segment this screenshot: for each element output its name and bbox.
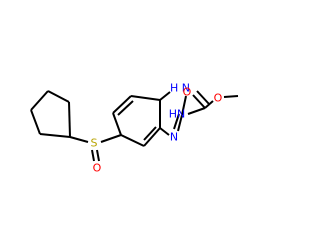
carbonyl-oxygen-atom: O xyxy=(183,86,192,99)
bond-c6-c5 xyxy=(112,112,122,136)
bond-c4-c3a-inner xyxy=(143,126,157,141)
bond-cp3-cp4 xyxy=(30,90,49,111)
bond-c7a-nh xyxy=(159,91,171,101)
ring-nh-atom: H N xyxy=(170,82,190,95)
bond-cp2-cp3 xyxy=(30,109,41,135)
bond-cp1-cp2 xyxy=(39,133,71,138)
bond-c4-c3a xyxy=(143,127,161,147)
ester-oxygen-atom: O xyxy=(214,92,223,105)
bond-nh-carbonyl-c xyxy=(187,107,206,115)
bond-carbonyl-double-a xyxy=(192,94,206,109)
bond-c7-c6-inner xyxy=(117,100,134,116)
carbamate-nh-atom: HN xyxy=(169,108,186,121)
bond-c5-c4 xyxy=(120,134,145,147)
bond-o-methyl xyxy=(223,95,239,98)
bond-s-o-b xyxy=(96,149,100,162)
bond-layer xyxy=(30,90,239,162)
bond-s-cyclopentyl xyxy=(69,136,89,143)
bond-carbonyl-c-o xyxy=(204,100,214,109)
bond-cp4-cp5 xyxy=(47,90,70,103)
bond-carbonyl-double-b xyxy=(196,90,210,105)
sulfinyl-oxygen-atom: O xyxy=(93,162,102,175)
bond-c3a-n xyxy=(159,127,170,136)
bond-cp5-cp1 xyxy=(68,101,71,138)
bond-nh-c2 xyxy=(181,95,187,116)
sulfinyl-sulfur-atom: S xyxy=(91,137,98,150)
ring-n-atom: N xyxy=(170,131,178,144)
bond-s-o-a xyxy=(91,149,95,162)
bond-c7a-c7 xyxy=(130,95,161,101)
bond-c7-c6 xyxy=(112,95,132,114)
bond-c2-n xyxy=(177,114,183,132)
bond-c2-n-inner xyxy=(173,113,180,130)
bond-c5-s xyxy=(100,134,122,143)
